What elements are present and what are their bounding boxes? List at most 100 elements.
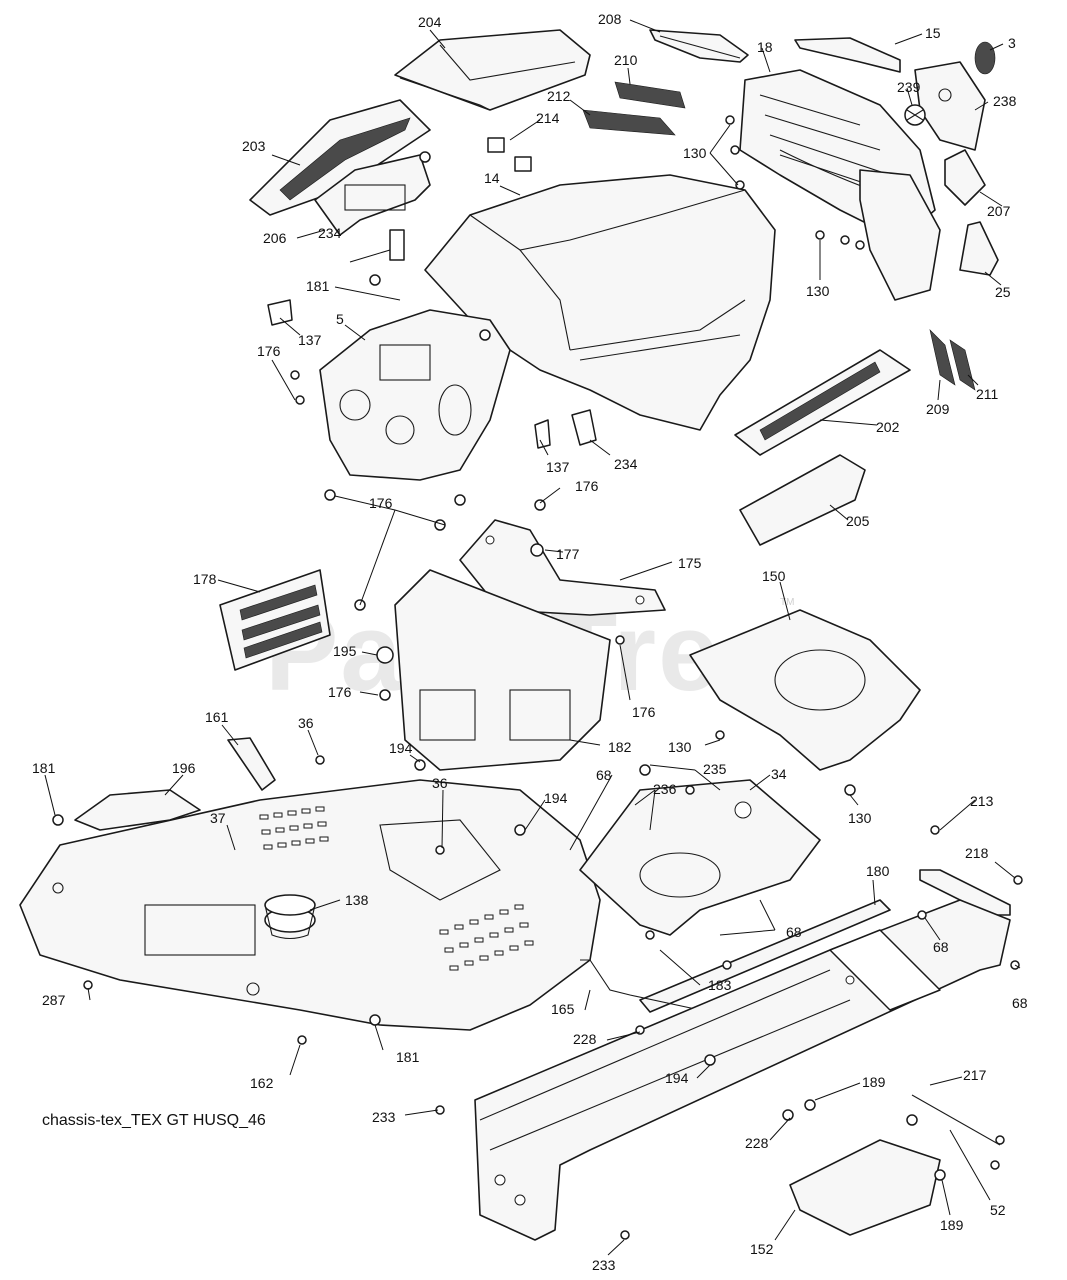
part-hood-cover xyxy=(394,29,591,111)
callout: 233 xyxy=(372,1109,396,1125)
callout: 211 xyxy=(976,386,999,402)
vent-pattern-left xyxy=(259,806,329,850)
callout: 208 xyxy=(598,11,622,27)
callout: 178 xyxy=(193,571,217,587)
callout: 235 xyxy=(703,761,727,777)
callout: 181 xyxy=(306,278,330,294)
part-218 xyxy=(919,869,1011,916)
callout: 130 xyxy=(668,739,692,755)
callout: 130 xyxy=(848,810,872,826)
callout: 180 xyxy=(866,863,890,879)
part-150 xyxy=(689,609,921,771)
callout: 189 xyxy=(862,1074,886,1090)
callout: 14 xyxy=(484,170,500,186)
part-205 xyxy=(739,454,866,546)
part-dash-5 xyxy=(319,309,511,481)
callout: 176 xyxy=(575,478,599,494)
part-emblem-3 xyxy=(974,41,996,75)
part-234-top xyxy=(389,229,405,261)
part-grille-202 xyxy=(734,349,911,456)
callout: 152 xyxy=(750,1241,774,1257)
leader-lines xyxy=(44,19,1021,1256)
diagram-caption: chassis-tex_TEX GT HUSQ_46 xyxy=(42,1112,266,1129)
callout: 195 xyxy=(333,643,357,659)
callout: 161 xyxy=(205,709,229,725)
part-panel-238 xyxy=(914,61,986,151)
callout: 176 xyxy=(369,495,393,511)
part-209 xyxy=(929,329,956,386)
callout: 202 xyxy=(876,419,900,435)
callout: 236 xyxy=(653,781,677,797)
part-clip-137 xyxy=(267,299,293,326)
callout: 212 xyxy=(547,88,571,104)
part-234-lower xyxy=(571,409,597,446)
callout: 207 xyxy=(987,203,1011,219)
callout: 177 xyxy=(556,546,580,562)
callout: 37 xyxy=(210,810,226,826)
callout: 205 xyxy=(846,513,870,529)
part-rod-217 xyxy=(911,1094,1001,1146)
part-177 xyxy=(530,543,544,557)
part-plate-34 xyxy=(579,779,821,936)
vent-pattern-right xyxy=(439,904,534,971)
callout: 68 xyxy=(1012,995,1028,1011)
callout: 194 xyxy=(389,740,413,756)
callout: 209 xyxy=(926,401,950,417)
part-clip-137-lower xyxy=(534,419,551,449)
callout: 130 xyxy=(683,145,707,161)
part-195 xyxy=(376,646,394,664)
callout: 176 xyxy=(632,704,656,720)
callout: 138 xyxy=(345,892,369,908)
fasteners xyxy=(52,115,1023,1240)
callout: 137 xyxy=(546,459,570,475)
callout: 150 xyxy=(762,568,786,584)
callout: 234 xyxy=(614,456,638,472)
watermark-trademark: TM xyxy=(780,597,794,608)
callout: 214 xyxy=(536,110,560,126)
callout: 181 xyxy=(32,760,56,776)
part-rail-180 xyxy=(639,899,891,1013)
callout: 137 xyxy=(298,332,322,348)
part-hood-14 xyxy=(424,174,776,431)
part-trim-15 xyxy=(794,37,901,73)
part-clip-214 xyxy=(487,137,532,172)
callout: 238 xyxy=(993,93,1017,109)
callout: 204 xyxy=(418,14,442,30)
callout: 233 xyxy=(592,1257,616,1273)
part-bracket-206 xyxy=(314,154,431,236)
part-grille-210 xyxy=(614,81,686,109)
part-211 xyxy=(949,339,976,391)
callout: 25 xyxy=(995,284,1011,300)
callout: 165 xyxy=(551,1001,575,1017)
callout: 194 xyxy=(544,790,568,806)
callout: 34 xyxy=(771,766,787,782)
callout: 176 xyxy=(328,684,352,700)
part-grille-212 xyxy=(582,109,676,136)
callout: 218 xyxy=(965,845,989,861)
part-cup-138 xyxy=(264,894,316,940)
part-main-frame xyxy=(474,899,1011,1241)
part-239 xyxy=(904,104,926,126)
callout: 183 xyxy=(708,977,732,993)
callout: 130 xyxy=(806,283,830,299)
callout: 228 xyxy=(745,1135,769,1151)
part-207 xyxy=(944,149,986,206)
part-cover-208 xyxy=(649,29,749,63)
callout: 196 xyxy=(172,760,196,776)
callout: 15 xyxy=(925,25,941,41)
callout: 189 xyxy=(940,1217,964,1233)
callout: 181 xyxy=(396,1049,420,1065)
callout: 175 xyxy=(678,555,702,571)
callout: 5 xyxy=(336,311,344,327)
callout: 194 xyxy=(665,1070,689,1086)
callout: 217 xyxy=(963,1067,987,1083)
callout: 182 xyxy=(608,739,632,755)
callout: 213 xyxy=(970,793,994,809)
part-side-fender xyxy=(859,169,941,301)
callout: 68 xyxy=(596,767,612,783)
callout: 3 xyxy=(1008,35,1016,51)
callout: 203 xyxy=(242,138,266,154)
callout: 68 xyxy=(933,939,949,955)
part-skid-152 xyxy=(789,1139,941,1236)
